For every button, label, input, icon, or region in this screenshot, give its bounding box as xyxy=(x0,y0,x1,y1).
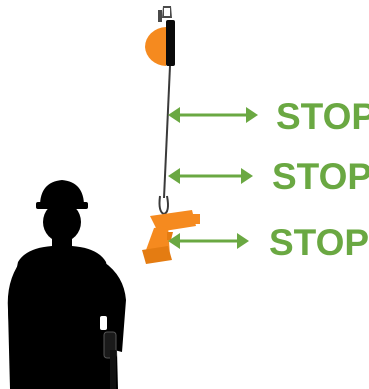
lanyard-loop xyxy=(160,196,169,214)
stop-label-3: STOP xyxy=(269,222,369,263)
retractor-reel-icon xyxy=(145,6,175,66)
arrow-2 xyxy=(168,168,253,184)
lanyard-cable xyxy=(164,66,170,198)
stop-label-2: STOP xyxy=(272,156,369,197)
arrow-3 xyxy=(168,233,249,249)
arrow-1 xyxy=(168,107,258,123)
drill-icon xyxy=(142,210,200,264)
stop-label-1: STOP xyxy=(276,96,369,137)
